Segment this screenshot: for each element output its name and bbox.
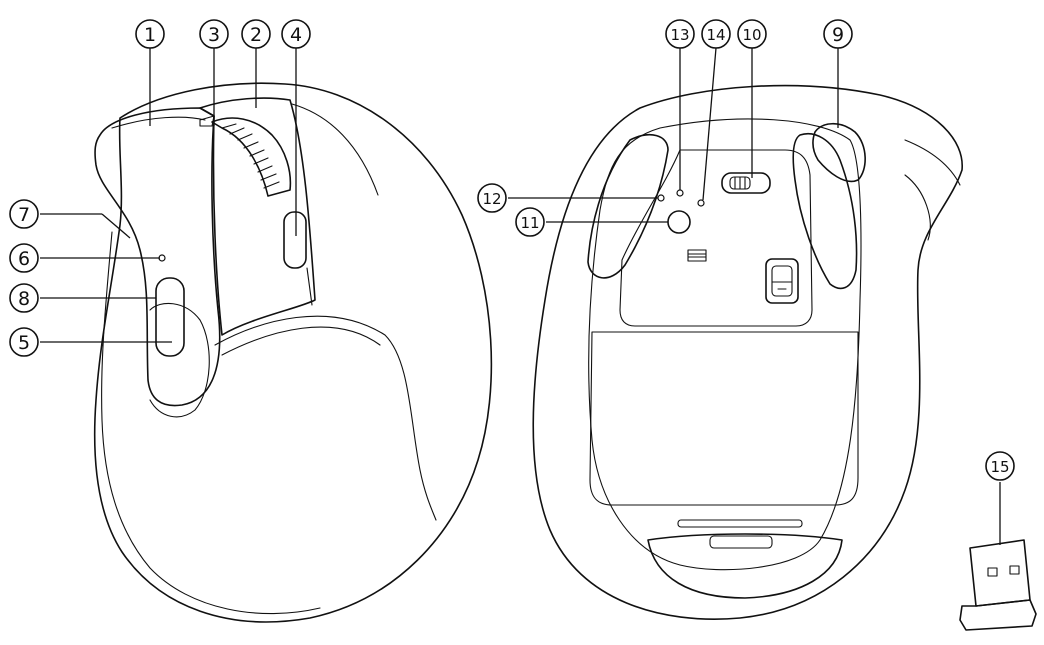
indicator-led-12 <box>657 194 665 202</box>
mouse-bottom-outline <box>532 84 963 620</box>
mouse-body-outline <box>93 82 493 623</box>
callout-1: 1 <box>135 19 165 49</box>
mouse-bottom-view <box>532 84 963 620</box>
svg-text:11: 11 <box>520 214 539 232</box>
callout-13: 13 <box>665 19 695 49</box>
svg-text:6: 6 <box>18 248 30 270</box>
svg-text:14: 14 <box>706 26 725 44</box>
callout-11: 11 <box>515 207 545 237</box>
callout-12: 12 <box>477 183 507 213</box>
callout-4: 4 <box>281 19 311 49</box>
indicator-led-14 <box>697 199 705 207</box>
indicator-led-13 <box>676 189 684 197</box>
callout-8: 8 <box>9 283 39 313</box>
callout-14: 14 <box>701 19 731 49</box>
svg-text:7: 7 <box>18 204 30 226</box>
svg-text:10: 10 <box>742 26 761 44</box>
mouse-side-view <box>93 82 493 623</box>
callout-markers: 1 2 3 4 5 6 7 8 <box>9 19 1015 481</box>
svg-text:5: 5 <box>18 332 30 354</box>
leader-lines <box>40 47 1001 545</box>
right-button <box>199 97 316 336</box>
left-button <box>94 107 221 407</box>
glide-pad-bottom <box>647 533 843 599</box>
callout-3: 3 <box>199 19 229 49</box>
optical-sensor <box>765 258 799 304</box>
callout-15: 15 <box>985 451 1015 481</box>
callout-10: 10 <box>737 19 767 49</box>
callout-6: 6 <box>9 243 39 273</box>
callout-9: 9 <box>823 19 853 49</box>
pair-button <box>667 210 691 234</box>
glide-pad-left <box>587 134 669 279</box>
svg-text:15: 15 <box>990 458 1009 476</box>
svg-text:9: 9 <box>832 24 844 46</box>
side-button-forward <box>155 277 185 357</box>
callout-2: 2 <box>241 19 271 49</box>
svg-text:1: 1 <box>144 24 156 46</box>
side-button-edge <box>812 122 866 183</box>
svg-text:8: 8 <box>18 288 30 310</box>
callout-7: 7 <box>9 199 39 229</box>
svg-text:4: 4 <box>290 24 302 46</box>
scroll-wheel <box>199 115 292 197</box>
callout-5: 5 <box>9 327 39 357</box>
svg-text:3: 3 <box>208 24 220 46</box>
svg-text:12: 12 <box>482 190 501 208</box>
svg-text:2: 2 <box>250 24 262 46</box>
power-switch <box>721 172 771 194</box>
usb-receiver <box>959 539 1037 631</box>
svg-text:13: 13 <box>670 26 689 44</box>
battery-cover <box>589 331 859 506</box>
dpi-button <box>283 211 307 269</box>
glide-pad-right <box>792 133 858 290</box>
